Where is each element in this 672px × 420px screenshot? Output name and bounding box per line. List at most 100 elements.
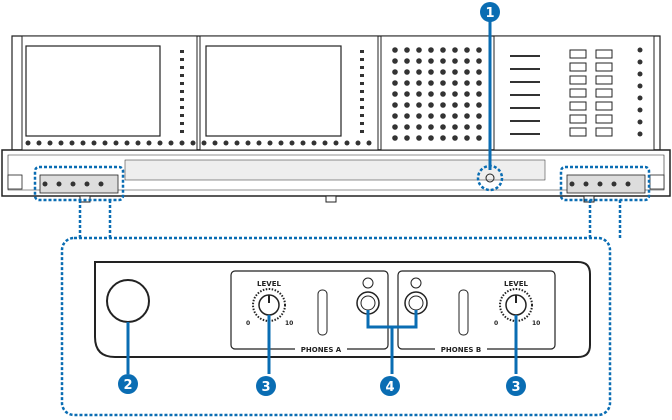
console-control	[428, 91, 434, 97]
console-control	[392, 69, 398, 75]
console-control	[333, 140, 339, 146]
console-control	[637, 119, 643, 125]
phones-panel-left	[39, 174, 119, 194]
console-control	[464, 58, 470, 64]
console-control	[404, 91, 410, 97]
console-control	[180, 106, 184, 109]
console-control	[416, 80, 422, 86]
headphones-icon	[362, 277, 374, 289]
console-control	[91, 140, 97, 146]
console-control	[278, 140, 284, 146]
console-control	[179, 140, 185, 146]
console-control	[416, 135, 422, 141]
level-min: 0	[494, 320, 498, 327]
phones-b-label: PHONES B	[441, 346, 481, 354]
console-control	[428, 69, 434, 75]
console-control	[464, 47, 470, 53]
console-control	[84, 181, 90, 187]
console-control	[637, 59, 643, 65]
console-control	[569, 62, 587, 72]
console-control	[510, 81, 540, 83]
svg-text:3: 3	[511, 380, 520, 395]
console-control	[201, 140, 207, 146]
console-control	[392, 124, 398, 130]
console-control	[416, 47, 422, 53]
console-control	[428, 102, 434, 108]
console-control	[637, 107, 643, 113]
console-control	[366, 140, 372, 146]
level-label: LEVEL	[504, 280, 528, 288]
console-control	[25, 140, 31, 146]
console-control	[180, 58, 184, 61]
console-control	[452, 113, 458, 119]
console-control	[98, 181, 104, 187]
console-control	[595, 49, 613, 59]
console-control	[637, 83, 643, 89]
console-control	[168, 140, 174, 146]
console-control	[637, 71, 643, 77]
console-control	[360, 106, 364, 109]
console-control	[569, 114, 587, 124]
console-control	[234, 140, 240, 146]
console-control	[392, 47, 398, 53]
console-control	[416, 102, 422, 108]
console-control	[58, 140, 64, 146]
console-control	[267, 140, 273, 146]
callout-3b: 3	[506, 376, 526, 396]
svg-text:3: 3	[261, 380, 270, 395]
console-control	[416, 58, 422, 64]
console-control	[190, 140, 196, 146]
console-control	[440, 80, 446, 86]
console-control	[135, 140, 141, 146]
console-control	[464, 124, 470, 130]
console-control	[428, 47, 434, 53]
console-control	[625, 181, 631, 187]
console-control	[569, 88, 587, 98]
console-control	[404, 69, 410, 75]
console-control	[416, 124, 422, 130]
console-control	[476, 69, 482, 75]
console-control	[56, 181, 62, 187]
console-control	[452, 80, 458, 86]
console-control	[464, 113, 470, 119]
console-control	[36, 140, 42, 146]
console-control	[452, 124, 458, 130]
console-control	[440, 113, 446, 119]
console-control	[392, 102, 398, 108]
console-control	[440, 135, 446, 141]
console-control	[510, 133, 540, 135]
console-control	[360, 90, 364, 93]
console-control	[452, 135, 458, 141]
console	[1, 35, 671, 203]
console-control	[583, 181, 589, 187]
console-control	[392, 135, 398, 141]
console-control	[476, 135, 482, 141]
zoom-frames	[33, 165, 651, 417]
console-control	[428, 135, 434, 141]
console-control	[344, 140, 350, 146]
console-control	[223, 140, 229, 146]
console-control	[80, 140, 86, 146]
console-control	[428, 124, 434, 130]
vent-grille	[124, 159, 546, 181]
console-control	[637, 95, 643, 101]
console-control	[595, 62, 613, 72]
console-control	[595, 75, 613, 85]
phones-panel-right	[566, 174, 646, 194]
console-control	[404, 80, 410, 86]
console-control	[360, 66, 364, 69]
phones-a-label: PHONES A	[301, 346, 342, 354]
console-control	[476, 91, 482, 97]
console-control	[464, 80, 470, 86]
console-control	[595, 88, 613, 98]
console-control	[416, 113, 422, 119]
console-control	[510, 94, 540, 96]
console-control	[404, 58, 410, 64]
console-control	[102, 140, 108, 146]
console-control	[637, 47, 643, 53]
console-control	[404, 124, 410, 130]
callout-number: 1	[485, 6, 494, 21]
console-control	[595, 114, 613, 124]
console-control	[180, 50, 184, 53]
console-control	[569, 127, 587, 137]
